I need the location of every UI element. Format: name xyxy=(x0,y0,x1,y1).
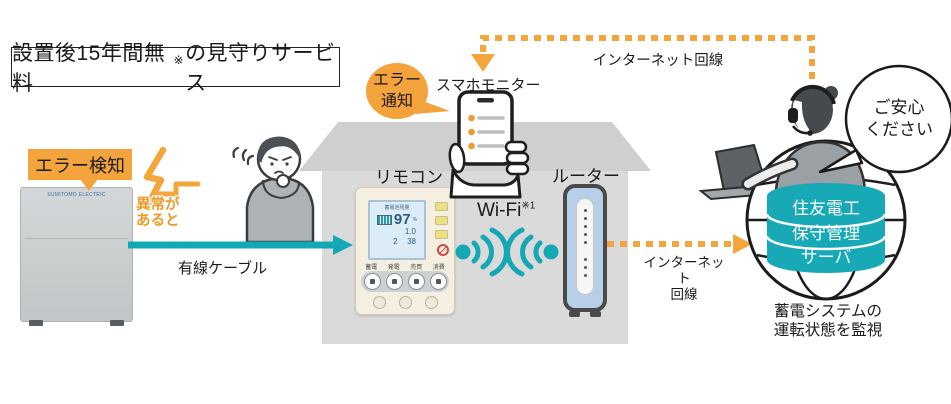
title-text: の見守りサービス xyxy=(185,42,336,95)
worried-person-head xyxy=(256,136,302,182)
remote-button-batt[interactable] xyxy=(363,273,381,290)
error-notify-text: エラー 通知 xyxy=(372,72,421,110)
arrow-right-icon xyxy=(333,235,353,255)
wifi-label: Wi-Fi※1 xyxy=(477,200,536,221)
router-foot xyxy=(590,311,601,317)
arrow-right-icon xyxy=(733,234,752,254)
wifi-note: ※1 xyxy=(521,200,536,212)
battery-foot xyxy=(110,320,124,326)
phone-notification-list xyxy=(468,114,505,150)
remote-indicator xyxy=(435,230,448,239)
remote-button-bar xyxy=(361,271,449,292)
agent-face xyxy=(792,100,812,134)
agent-arm xyxy=(744,160,796,188)
remote-screen-title: 蓄電池残量 xyxy=(384,205,410,211)
battery-level-icon xyxy=(376,214,392,225)
remote-button-labels: 蓄電 発電 売買 消費 xyxy=(360,262,450,271)
remote-time-min: 38 xyxy=(407,237,416,246)
remote-button-label: 消費 xyxy=(432,265,445,271)
battery-logo: SUMITOMO ELECTRIC xyxy=(47,192,106,198)
agent-head xyxy=(791,86,833,134)
finger xyxy=(505,162,530,176)
server-name-text: 住友電工 保守管理 サーバ xyxy=(792,199,860,267)
worry-mark-icon xyxy=(232,146,255,166)
remote-button-trade[interactable] xyxy=(407,273,425,290)
internet-line-right-label: インターネット 回線 xyxy=(643,255,725,302)
remote-kw-value: 1.0 xyxy=(404,227,416,236)
service-title: 設置後15年間無料 ※ の見守りサービス xyxy=(11,42,340,95)
router-led-panel xyxy=(576,198,594,295)
battery-storage-unit: SUMITOMO ELECTRIC xyxy=(20,187,133,326)
title-text: 設置後15年間無料 xyxy=(12,42,166,95)
internet-line-top-label: インターネット回線 xyxy=(592,53,724,69)
router-label: ルーター xyxy=(552,167,620,186)
router-device xyxy=(563,184,607,317)
wired-cable-label: 有線ケーブル xyxy=(178,260,268,277)
internet-line-right-path xyxy=(607,234,752,254)
remote-button-label: 発電 xyxy=(387,265,400,271)
battery-panel-seam xyxy=(25,238,128,239)
error-detect-label: エラー検知 xyxy=(35,155,125,176)
worried-person xyxy=(245,136,315,244)
remote-button-gen[interactable] xyxy=(385,273,403,290)
laptop-screen xyxy=(714,143,768,193)
phone-speaker xyxy=(477,98,494,103)
remote-control-label: リモコン xyxy=(375,168,443,187)
wired-cable-arrow xyxy=(128,235,353,255)
lightning-icon xyxy=(143,146,201,207)
error-detect-badge: エラー検知 xyxy=(28,149,132,191)
remote-indicator xyxy=(435,216,448,225)
remote-screen: 蓄電池残量 97 % 1.0 2 38 xyxy=(368,200,426,260)
battery-foot xyxy=(29,320,43,326)
smartphone xyxy=(457,90,514,166)
remote-indicator xyxy=(435,202,448,211)
remote-menu-button[interactable] xyxy=(372,296,386,309)
battery-percent: 97 xyxy=(393,211,411,228)
remote-button-label: 蓄電 xyxy=(365,265,378,271)
remote-time-hour: 2 xyxy=(393,237,398,246)
smartphone-in-hand xyxy=(448,90,530,199)
finger xyxy=(505,151,530,165)
router-foot xyxy=(569,311,580,317)
abnormal-note: 異常が あると xyxy=(136,197,180,229)
monitoring-caption: 蓄電システムの 運転状態を監視 xyxy=(773,303,883,339)
finger xyxy=(504,140,528,154)
hand xyxy=(449,168,522,199)
smartphone-monitor-label: スマホモニター xyxy=(436,77,541,94)
worried-person-hand xyxy=(276,174,290,188)
headset-icon xyxy=(790,84,836,105)
remote-button-consume[interactable] xyxy=(429,273,447,290)
battery-percent-unit: % xyxy=(412,216,418,223)
wifi-signal-right-icon xyxy=(505,227,559,277)
wifi-signal-left-icon xyxy=(455,227,509,277)
remote-stop-button[interactable] xyxy=(437,244,449,256)
agent-bubble-text: ご安心 ください xyxy=(865,98,933,139)
remote-control-device: 蓄電池残量 97 % 1.0 2 38 蓄電 発電 売買 消費 xyxy=(355,187,455,315)
pointer-down-icon xyxy=(80,179,98,191)
thumb xyxy=(448,142,466,174)
remote-button-label: 売買 xyxy=(410,265,423,271)
title-note-mark: ※ xyxy=(173,53,185,67)
remote-back-button[interactable] xyxy=(424,296,438,309)
arrow-down-icon xyxy=(471,54,495,72)
worried-person-hair xyxy=(257,136,301,163)
remote-set-button[interactable] xyxy=(398,296,412,309)
